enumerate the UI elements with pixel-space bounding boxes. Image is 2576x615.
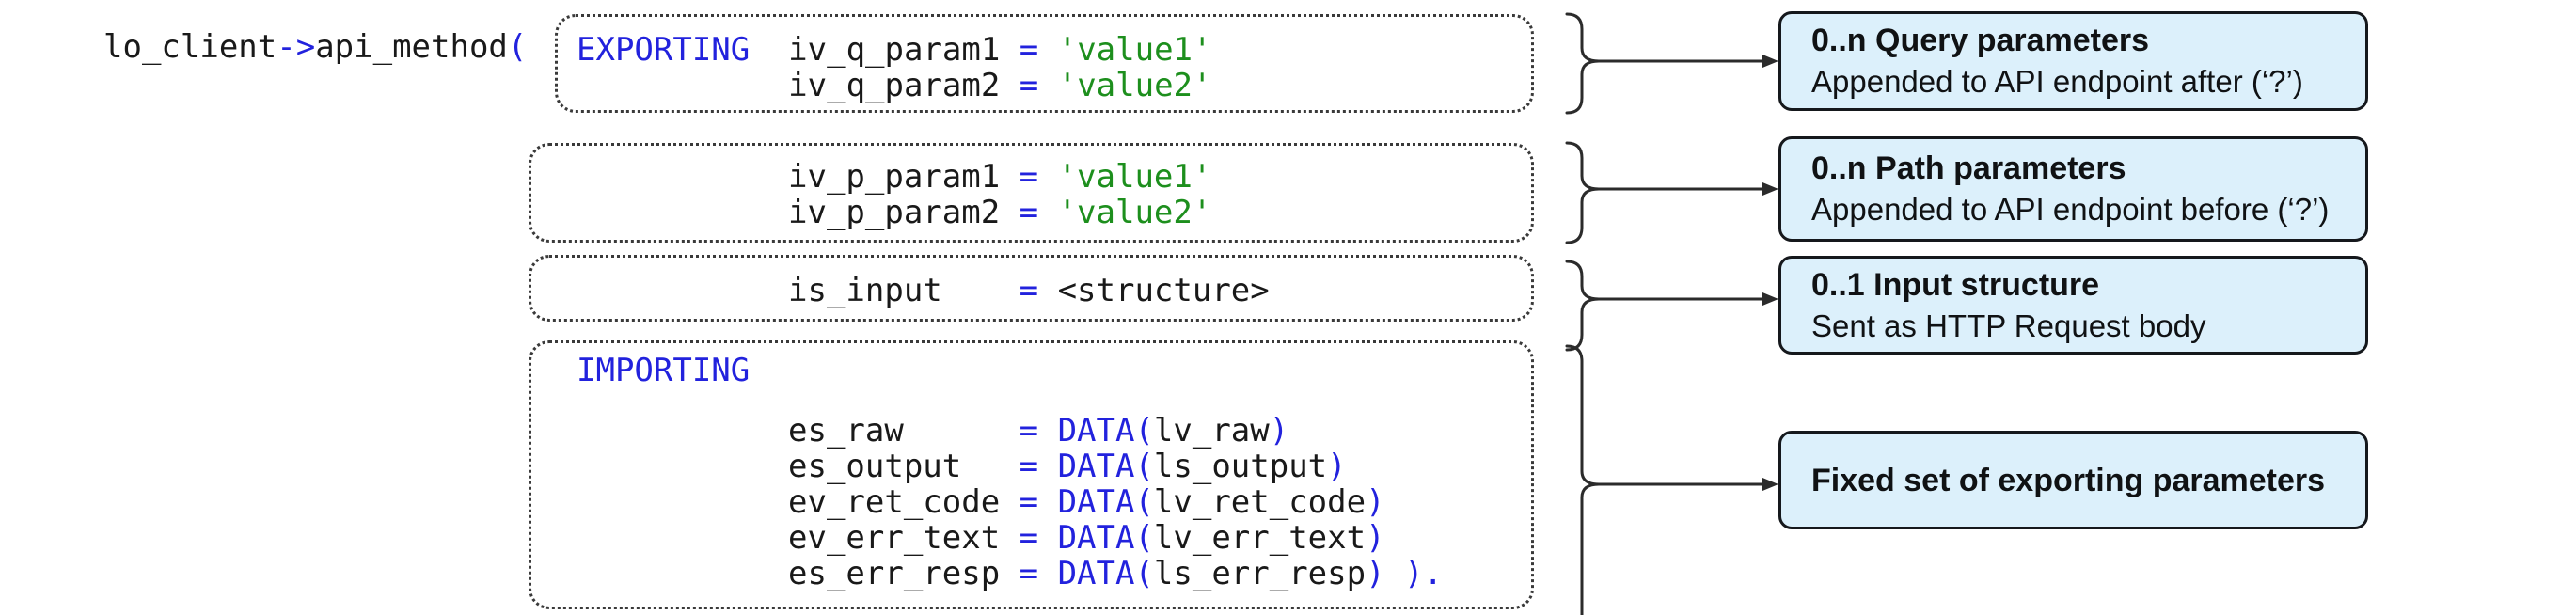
- curly-brace-exporting: [1565, 344, 1600, 615]
- input-structure-box: is_input = <structure>: [529, 255, 1534, 322]
- code-line: IMPORTING: [531, 353, 1531, 388]
- target-variable: lv_err_text: [1153, 519, 1367, 557]
- close-paren: ): [1327, 448, 1347, 485]
- exporting-keyword: EXPORTING: [577, 31, 751, 69]
- query-params-box: EXPORTING iv_q_param1 = 'value1' iv_q_param…: [555, 14, 1534, 113]
- param-name: iv_q_param2: [788, 67, 1001, 104]
- target-variable: lv_ret_code: [1153, 483, 1367, 521]
- param-name: is_input: [788, 272, 942, 309]
- curly-brace-input: [1565, 260, 1600, 352]
- param-name: es_err_resp: [788, 555, 1001, 592]
- arrow-operator: ->: [277, 28, 316, 66]
- data-keyword: DATA(: [1057, 412, 1154, 449]
- callout-title: 0..1 Input structure: [1811, 266, 2100, 303]
- param-value: <structure>: [1057, 272, 1270, 309]
- equals-sign: =: [1019, 519, 1039, 557]
- target-variable: ls_err_resp: [1153, 555, 1367, 592]
- code-line: es_output = DATA(ls_output): [788, 449, 1531, 484]
- code-line: ev_ret_code = DATA(lv_ret_code): [788, 484, 1531, 520]
- callout-input-structure: 0..1 Input structure Sent as HTTP Reques…: [1778, 256, 2368, 355]
- arrowhead-icon: [1762, 292, 1778, 306]
- statement-end: ).: [1404, 555, 1443, 592]
- equals-sign: =: [1019, 194, 1039, 231]
- equals-sign: =: [1019, 67, 1039, 104]
- equals-sign: =: [1019, 555, 1039, 592]
- callout-path-params: 0..n Path parameters Appended to API end…: [1778, 136, 2368, 242]
- code-method-name: api_method: [315, 28, 508, 66]
- callout-subtitle: Sent as HTTP Request body: [1811, 308, 2206, 343]
- param-name: es_raw: [788, 412, 904, 449]
- code-line: EXPORTING iv_q_param1 = 'value1': [577, 32, 1531, 68]
- callout-exporting-params: Fixed set of exporting parameters: [1778, 431, 2368, 529]
- close-paren: ): [1366, 519, 1385, 557]
- callout-title: Fixed set of exporting parameters: [1811, 462, 2326, 498]
- param-name: iv_q_param1: [788, 31, 1001, 69]
- code-call-line: lo_client->api_method(: [103, 29, 527, 65]
- code-line: es_raw = DATA(lv_raw): [788, 413, 1531, 449]
- param-name: ev_ret_code: [788, 483, 1001, 521]
- data-keyword: DATA(: [1057, 519, 1154, 557]
- code-line: es_err_resp = DATA(ls_err_resp)).: [788, 556, 1531, 591]
- open-paren: (: [507, 28, 528, 66]
- close-paren: ): [1269, 412, 1289, 449]
- callout-query-params: 0..n Query parameters Appended to API en…: [1778, 11, 2368, 111]
- param-value: 'value2': [1057, 194, 1212, 231]
- callout-title: 0..n Path parameters: [1811, 150, 2126, 186]
- code-line: is_input = <structure>: [788, 273, 1531, 308]
- arrowhead-icon: [1762, 478, 1778, 491]
- path-params-box: iv_p_param1 = 'value1' iv_p_param2 = 'value2…: [529, 143, 1534, 243]
- target-variable: lv_raw: [1153, 412, 1270, 449]
- code-line: iv_p_param1 = 'value1': [788, 159, 1531, 195]
- data-keyword: DATA(: [1057, 483, 1154, 521]
- equals-sign: =: [1019, 412, 1039, 449]
- equals-sign: =: [1019, 158, 1039, 196]
- importing-param-group: es_raw=DATA(lv_raw) es_output=DATA(ls_ou…: [531, 413, 1531, 591]
- param-value: 'value1': [1057, 158, 1212, 196]
- importing-keyword: IMPORTING: [577, 352, 751, 389]
- arrowhead-icon: [1762, 182, 1778, 196]
- equals-sign: =: [1019, 31, 1039, 69]
- code-line: ev_err_text = DATA(lv_err_text): [788, 520, 1531, 556]
- param-name: es_output: [788, 448, 962, 485]
- equals-sign: =: [1019, 272, 1039, 309]
- curly-brace-query: [1565, 12, 1600, 115]
- param-value: 'value1': [1057, 31, 1212, 69]
- exporting-params-box: IMPORTING es_raw=DATA(lv_raw) es_output=…: [529, 340, 1534, 609]
- data-keyword: DATA(: [1057, 448, 1154, 485]
- callout-title: 0..n Query parameters: [1811, 23, 2150, 58]
- arrowhead-icon: [1762, 55, 1778, 68]
- equals-sign: =: [1019, 483, 1039, 521]
- param-name: ev_err_text: [788, 519, 1001, 557]
- curly-brace-path: [1565, 141, 1600, 244]
- close-paren: ): [1366, 483, 1385, 521]
- param-name: iv_p_param1: [788, 158, 1001, 196]
- callout-subtitle: Appended to API endpoint before (‘?’): [1811, 192, 2330, 227]
- param-name: iv_p_param2: [788, 194, 1001, 231]
- close-paren: ): [1366, 555, 1385, 592]
- target-variable: ls_output: [1153, 448, 1328, 485]
- code-line: iv_q_param2 = 'value2': [577, 68, 1531, 103]
- code-line: iv_p_param2 = 'value2': [788, 195, 1531, 230]
- param-value: 'value2': [1057, 67, 1212, 104]
- code-object-variable: lo_client: [103, 28, 277, 66]
- callout-subtitle: Appended to API endpoint after (‘?’): [1811, 64, 2303, 99]
- equals-sign: =: [1019, 448, 1039, 485]
- data-keyword: DATA(: [1057, 555, 1154, 592]
